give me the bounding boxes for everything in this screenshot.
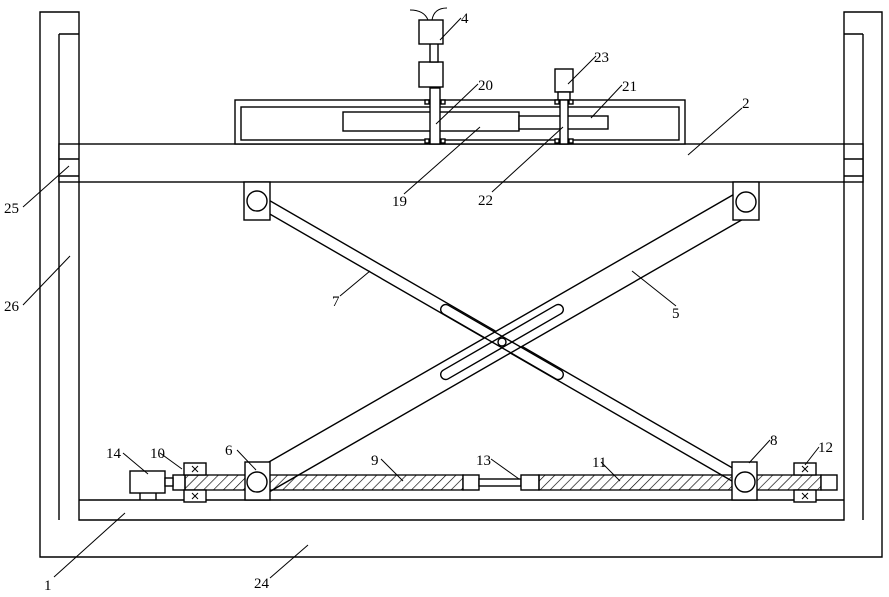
motor-14-feet xyxy=(140,493,156,500)
label-7: 7 xyxy=(332,294,340,310)
pivot-8 xyxy=(735,472,755,492)
top-right-pivot xyxy=(736,192,756,212)
coupler-13 xyxy=(479,479,521,486)
motor-14 xyxy=(130,471,165,493)
component-23 xyxy=(555,69,573,92)
screw-end-9 xyxy=(463,475,479,490)
label-14: 14 xyxy=(106,446,122,462)
center-pivot xyxy=(498,338,506,346)
right-guide-rail xyxy=(844,34,863,520)
vertical-shaft-22 xyxy=(560,100,568,144)
label-26: 26 xyxy=(4,299,20,315)
label-11: 11 xyxy=(592,455,606,471)
label-19: 19 xyxy=(392,194,407,210)
motor-wire xyxy=(410,8,447,20)
screw-rod-left-stub xyxy=(173,475,185,490)
bearing-22-top-l xyxy=(555,100,559,104)
label-22: 22 xyxy=(478,193,493,209)
bearing-20-top-r xyxy=(441,100,445,104)
component-23-base xyxy=(558,92,570,100)
label-10: 10 xyxy=(150,446,165,462)
label-1: 1 xyxy=(44,578,52,594)
label-23: 23 xyxy=(594,50,609,66)
lead-screw-9 xyxy=(185,475,463,490)
label-13: 13 xyxy=(476,453,491,469)
screw-end-11 xyxy=(521,475,539,490)
bearing-20-bot-r xyxy=(441,139,445,143)
left-guide-rail xyxy=(59,34,79,520)
bearing-20-bot-l xyxy=(425,139,429,143)
label-25: 25 xyxy=(4,201,19,217)
label-12: 12 xyxy=(818,440,833,456)
bearing-22-bot-l xyxy=(555,139,559,143)
top-platform xyxy=(59,144,863,182)
label-4: 4 xyxy=(461,11,469,27)
label-8: 8 xyxy=(770,433,778,449)
screw-rod-right-stub xyxy=(821,475,837,490)
lead-screw-11 xyxy=(539,475,821,490)
top-left-pivot xyxy=(247,191,267,211)
label-5: 5 xyxy=(672,306,680,322)
pivot-6 xyxy=(247,472,267,492)
label-2: 2 xyxy=(742,96,750,112)
label-6: 6 xyxy=(225,443,233,459)
label-9: 9 xyxy=(371,453,379,469)
vertical-shaft-20 xyxy=(430,88,440,144)
motor-14-shaft xyxy=(165,478,173,486)
bearing-20-top-l xyxy=(425,100,429,104)
label-21: 21 xyxy=(622,79,637,95)
label-24: 24 xyxy=(254,576,270,592)
bearing-22-top-r xyxy=(569,100,573,104)
label-20: 20 xyxy=(478,78,493,94)
bearing-22-bot-r xyxy=(569,139,573,143)
motor-4-upper xyxy=(419,20,443,44)
coupling xyxy=(430,43,438,62)
motor-4-lower xyxy=(419,62,443,87)
